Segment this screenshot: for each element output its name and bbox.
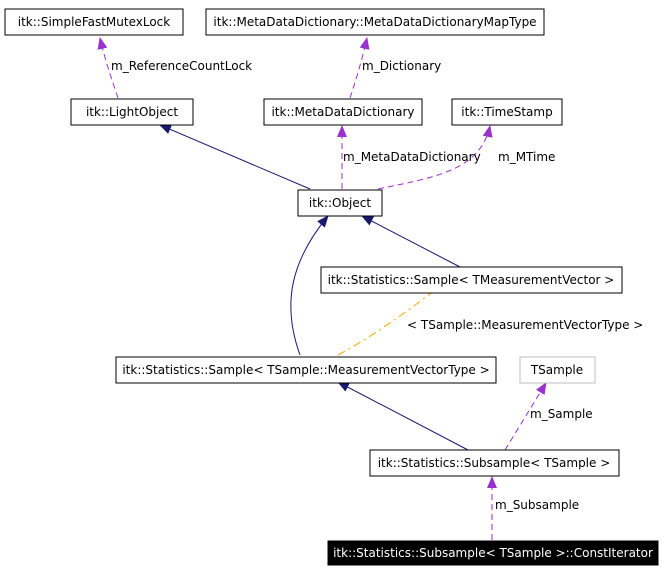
node-subsample-const-iterator[interactable]: itk::Statistics::Subsample< TSample >::C… bbox=[327, 540, 659, 566]
edge-sample-tmv-to-object bbox=[361, 215, 461, 268]
node-meta-data-dictionary-map-type[interactable]: itk::MetaDataDictionary::MetaDataDiction… bbox=[205, 8, 545, 36]
node-meta-data-dictionary[interactable]: itk::MetaDataDictionary bbox=[263, 98, 423, 126]
svg-text:itk::Object: itk::Object bbox=[309, 196, 371, 210]
svg-text:itk::SimpleFastMutexLock: itk::SimpleFastMutexLock bbox=[18, 15, 171, 29]
edge-dictionary bbox=[349, 37, 370, 99]
edge-reference-count-lock bbox=[97, 37, 119, 99]
node-object[interactable]: itk::Object bbox=[297, 189, 383, 217]
svg-text:TSample: TSample bbox=[530, 363, 583, 377]
svg-text:itk::TimeStamp: itk::TimeStamp bbox=[461, 105, 552, 119]
label-sample: m_Sample bbox=[530, 407, 593, 421]
node-tsample[interactable]: TSample bbox=[519, 356, 596, 384]
label-reference-count-lock: m_ReferenceCountLock bbox=[111, 59, 252, 73]
svg-text:itk::Statistics::Subsample< TS: itk::Statistics::Subsample< TSample >::C… bbox=[333, 546, 653, 560]
label-meta-data-dictionary: m_MetaDataDictionary bbox=[343, 150, 481, 164]
node-sample-tsample-measurement-vector-type[interactable]: itk::Statistics::Sample< TSample::Measur… bbox=[115, 356, 497, 384]
label-dictionary: m_Dictionary bbox=[362, 59, 441, 73]
node-light-object[interactable]: itk::LightObject bbox=[70, 98, 194, 126]
edge-object-to-light-object bbox=[159, 124, 311, 190]
svg-text:itk::Statistics::Sample< TMeas: itk::Statistics::Sample< TMeasurementVec… bbox=[328, 273, 615, 287]
label-measurement-vector-type: < TSample::MeasurementVectorType > bbox=[407, 318, 643, 332]
svg-text:itk::MetaDataDictionary: itk::MetaDataDictionary bbox=[271, 105, 414, 119]
label-subsample: m_Subsample bbox=[495, 498, 579, 512]
edge-mtime bbox=[377, 125, 493, 190]
edge-template-instantiation bbox=[337, 279, 449, 356]
node-sample-tmeasurement-vector[interactable]: itk::Statistics::Sample< TMeasurementVec… bbox=[320, 266, 623, 294]
svg-text:itk::MetaDataDictionary::MetaD: itk::MetaDataDictionary::MetaDataDiction… bbox=[213, 15, 536, 29]
edge-sample-tsmvt-to-object bbox=[290, 215, 329, 356]
svg-text:itk::LightObject: itk::LightObject bbox=[86, 105, 178, 119]
edge-sample bbox=[504, 382, 547, 451]
svg-text:itk::Statistics::Subsample< TS: itk::Statistics::Subsample< TSample > bbox=[378, 456, 611, 470]
label-mtime: m_MTime bbox=[498, 150, 555, 164]
edge-subsample-to-sample bbox=[337, 381, 469, 451]
node-subsample[interactable]: itk::Statistics::Subsample< TSample > bbox=[369, 449, 620, 477]
svg-text:itk::Statistics::Sample< TSamp: itk::Statistics::Sample< TSample::Measur… bbox=[122, 363, 489, 377]
node-time-stamp[interactable]: itk::TimeStamp bbox=[451, 98, 563, 126]
node-simple-fast-mutex-lock[interactable]: itk::SimpleFastMutexLock bbox=[4, 8, 184, 36]
